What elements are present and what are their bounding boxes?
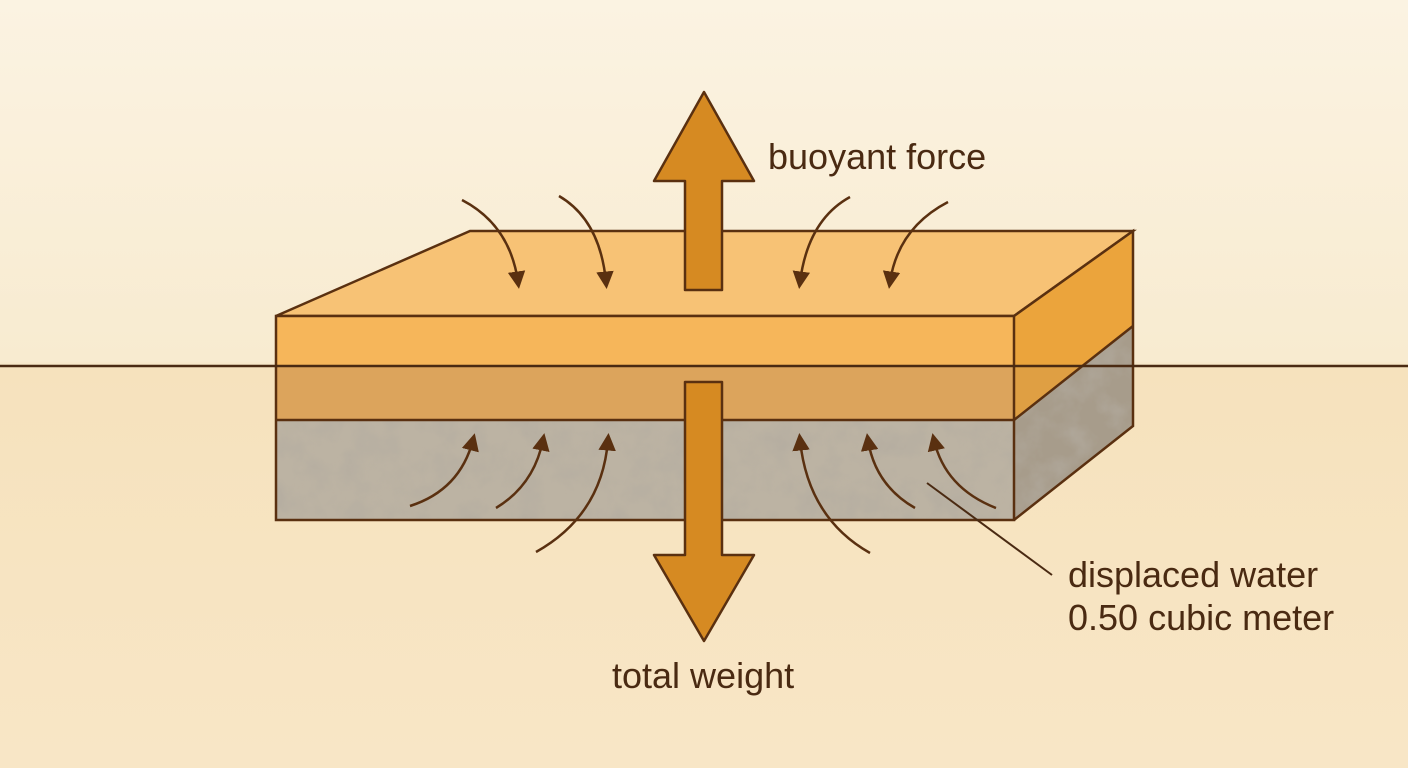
displaced-water-title: displaced water bbox=[1068, 554, 1319, 595]
displaced-water-leader bbox=[926, 482, 1053, 576]
buoyant-force-label: buoyant force bbox=[768, 136, 987, 177]
pressure-arrow-icon bbox=[409, 433, 479, 508]
total-weight-label: total weight bbox=[612, 655, 795, 696]
pressure-arrow-icon bbox=[535, 433, 616, 554]
displaced-water-volume: 0.50 cubic meter bbox=[1068, 597, 1335, 639]
slab-front-submerged bbox=[276, 366, 1014, 420]
total-weight-arrow bbox=[652, 380, 756, 643]
top-pressure-arrows bbox=[461, 194, 949, 289]
buoyant-force-arrow bbox=[652, 90, 756, 292]
pressure-arrow-icon bbox=[461, 198, 526, 289]
displaced-water-label: displaced water 0.50 cubic meter bbox=[1068, 553, 1334, 639]
stone-texture-side bbox=[1014, 326, 1133, 520]
pressure-arrow-icon bbox=[860, 433, 916, 510]
pressure-arrow-icon bbox=[495, 433, 550, 510]
bottom-pressure-arrows bbox=[409, 433, 997, 555]
pressure-arrow-icon bbox=[927, 433, 997, 510]
slab-outlines bbox=[274, 228, 1135, 522]
pressure-arrow-icon bbox=[792, 195, 851, 289]
slab-front-upper bbox=[276, 316, 1014, 366]
pressure-arrow-icon bbox=[882, 200, 949, 289]
pressure-arrow-icon bbox=[558, 194, 614, 289]
pressure-arrow-icon bbox=[792, 433, 871, 555]
stone-texture-front bbox=[276, 420, 1014, 520]
